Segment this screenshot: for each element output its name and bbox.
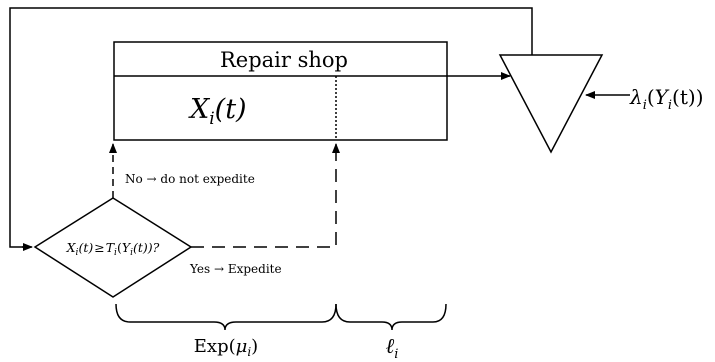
feedback-loop-line (9, 7, 533, 248)
repair-shop-title: Repair shop (220, 48, 348, 72)
decision-condition: Xi(t)≥Ti(Yi(t))? (66, 240, 160, 258)
yes-branch-line (191, 150, 337, 248)
arrival-rate-label: λi(Yi(t)) (629, 85, 704, 113)
no-branch-label: No → do not expedite (125, 172, 255, 186)
repair-shop-state: Xi(t) (188, 94, 247, 129)
spare-pool-triangle (498, 54, 604, 154)
lead-time-brace (335, 303, 447, 331)
repair-shop-box: Repair shop Xi(t) (113, 41, 448, 141)
exp-brace-label: Exp(μi) (194, 336, 258, 359)
yes-branch-label: Yes → Expedite (189, 262, 282, 276)
exp-brace (115, 303, 337, 331)
decision-diamond: Xi(t)≥Ti(Yi(t))? (33, 197, 193, 298)
lead-time-label: ℓi (386, 334, 399, 362)
